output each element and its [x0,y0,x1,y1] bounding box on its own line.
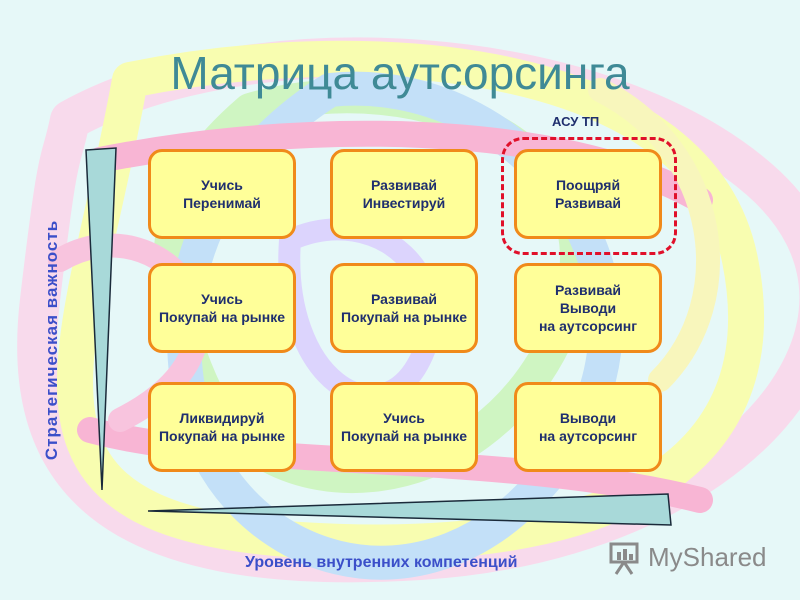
page-title: Матрица аутсорсинга [170,47,630,99]
cell-line: Перенимай [183,195,261,211]
cell-low-high: Выводи на аутсорсинг [514,382,662,472]
presentation-board-icon [609,542,639,575]
cell-line: Учись [201,177,243,193]
cell-line: Учись [201,291,243,307]
cell-line: Покупай на рынке [158,309,286,325]
cell-high-low: Учись Перенимай [148,149,296,239]
y-axis-label: Стратегическая важность [42,219,61,461]
cell-line: Учись [383,410,425,426]
cell-mid-high: Развивай Выводи на аутсорсинг [514,263,662,353]
cell-line: Выводи [559,300,617,316]
cell-line: Инвестируй [362,195,446,211]
cell-line: Развивай [554,195,622,211]
highlight-label: АСУ ТП [552,114,600,129]
highlight-dashed-frame [501,137,677,255]
cell-line: Выводи [559,410,617,426]
cell-line: Развивай [370,291,438,307]
cell-line: Покупай на рынке [340,309,468,325]
x-axis-label: Уровень внутренних компетенций [245,554,518,571]
myshared-logo: MyShared [608,540,768,576]
cell-mid-low: Учись Покупай на рынке [148,263,296,353]
logo-text: MyShared [648,542,767,572]
cell-line: Покупай на рынке [158,428,286,444]
cell-line: Поощряй [555,177,621,193]
cell-high-mid: Развивай Инвестируй [330,149,478,239]
cell-mid-mid: Развивай Покупай на рынке [330,263,478,353]
cell-line: Развивай [370,177,438,193]
cell-high-high: Поощряй Развивай [514,149,662,239]
horizontal-competence-arrow [147,493,672,526]
cell-line: Развивай [554,282,622,298]
cell-line: Покупай на рынке [340,428,468,444]
vertical-importance-arrow [85,147,117,491]
cell-line: Ликвидируй [179,410,265,426]
cell-line: на аутсорсинг [538,428,638,444]
cell-line: на аутсорсинг [538,318,638,334]
cell-low-low: Ликвидируй Покупай на рынке [148,382,296,472]
cell-low-mid: Учись Покупай на рынке [330,382,478,472]
